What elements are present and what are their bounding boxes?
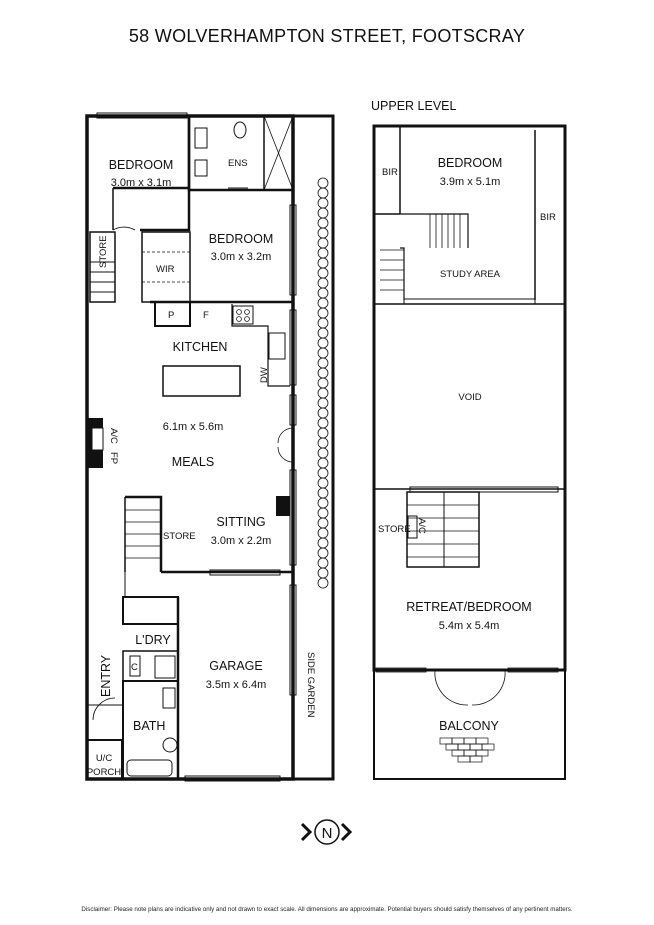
side-garden-label: SIDE GARDEN — [305, 652, 316, 718]
ensuite-label: ENS — [228, 158, 248, 169]
side-garden-strip — [291, 114, 335, 781]
garage-dims: 3.5m x 6.4m — [206, 679, 267, 691]
store-top-label: STORE — [98, 235, 109, 268]
study-label: STUDY AREA — [440, 269, 501, 280]
sitting-dims: 3.0m x 2.2m — [211, 535, 272, 547]
upper-store-label: STORE — [378, 524, 411, 535]
void-label: VOID — [458, 392, 481, 403]
bir-right-label: BIR — [540, 212, 556, 223]
side-windows — [96, 112, 297, 782]
upper-floor-plan — [372, 124, 567, 780]
dishwasher-label: DW — [259, 367, 270, 383]
balcony-label: BALCONY — [439, 719, 499, 733]
bir-left-label: BIR — [382, 167, 398, 178]
upper-level-label: UPPER LEVEL — [371, 99, 457, 113]
retreat-label: RETREAT/BEDROOM — [406, 600, 531, 614]
upper-ac-label: A/C — [416, 518, 427, 534]
cupboard-label: C — [131, 662, 138, 673]
bedroom1-dims: 3.0m x 3.1m — [111, 177, 172, 189]
north-compass-icon: N — [300, 819, 353, 845]
wir-label: WIR — [156, 264, 175, 275]
ground-floor-plan — [85, 112, 335, 782]
bedroom2-label: BEDROOM — [209, 232, 274, 246]
compass-letter: N — [322, 825, 333, 842]
kitchen-island — [162, 365, 241, 397]
page-title: 58 WOLVERHAMPTON STREET, FOOTSCRAY — [129, 26, 525, 46]
sitting-label: SITTING — [216, 515, 265, 529]
living-dims: 6.1m x 5.6m — [163, 421, 224, 433]
disclaimer-text: Disclaimer: Please note plans are indica… — [81, 906, 572, 913]
bedroom2-dims: 3.0m x 3.2m — [211, 251, 272, 263]
store-mid-label: STORE — [163, 531, 196, 542]
bath-label: BATH — [133, 719, 165, 733]
meals-label: MEALS — [172, 455, 214, 469]
ac-label: A/C — [108, 428, 119, 444]
fireplace-label: FP — [108, 452, 119, 464]
laundry-label: L'DRY — [135, 633, 171, 647]
garage-label: GARAGE — [209, 659, 263, 673]
balcony-bricks — [439, 737, 495, 763]
fridge-label: F — [203, 310, 209, 321]
entry-label: ENTRY — [99, 654, 113, 697]
upper-bedroom-dims: 3.9m x 5.1m — [440, 176, 501, 188]
pantry-label: P — [168, 310, 174, 321]
uc-label: U/C — [96, 753, 113, 764]
bedroom1-label: BEDROOM — [109, 158, 174, 172]
retreat-dims: 5.4m x 5.4m — [439, 620, 500, 632]
upper-bedroom-label: BEDROOM — [438, 156, 503, 170]
kitchen-label: KITCHEN — [173, 340, 228, 354]
garden-shrubs — [317, 177, 329, 589]
balcony-outline — [373, 669, 566, 780]
porch-label: PORCH — [87, 767, 121, 778]
